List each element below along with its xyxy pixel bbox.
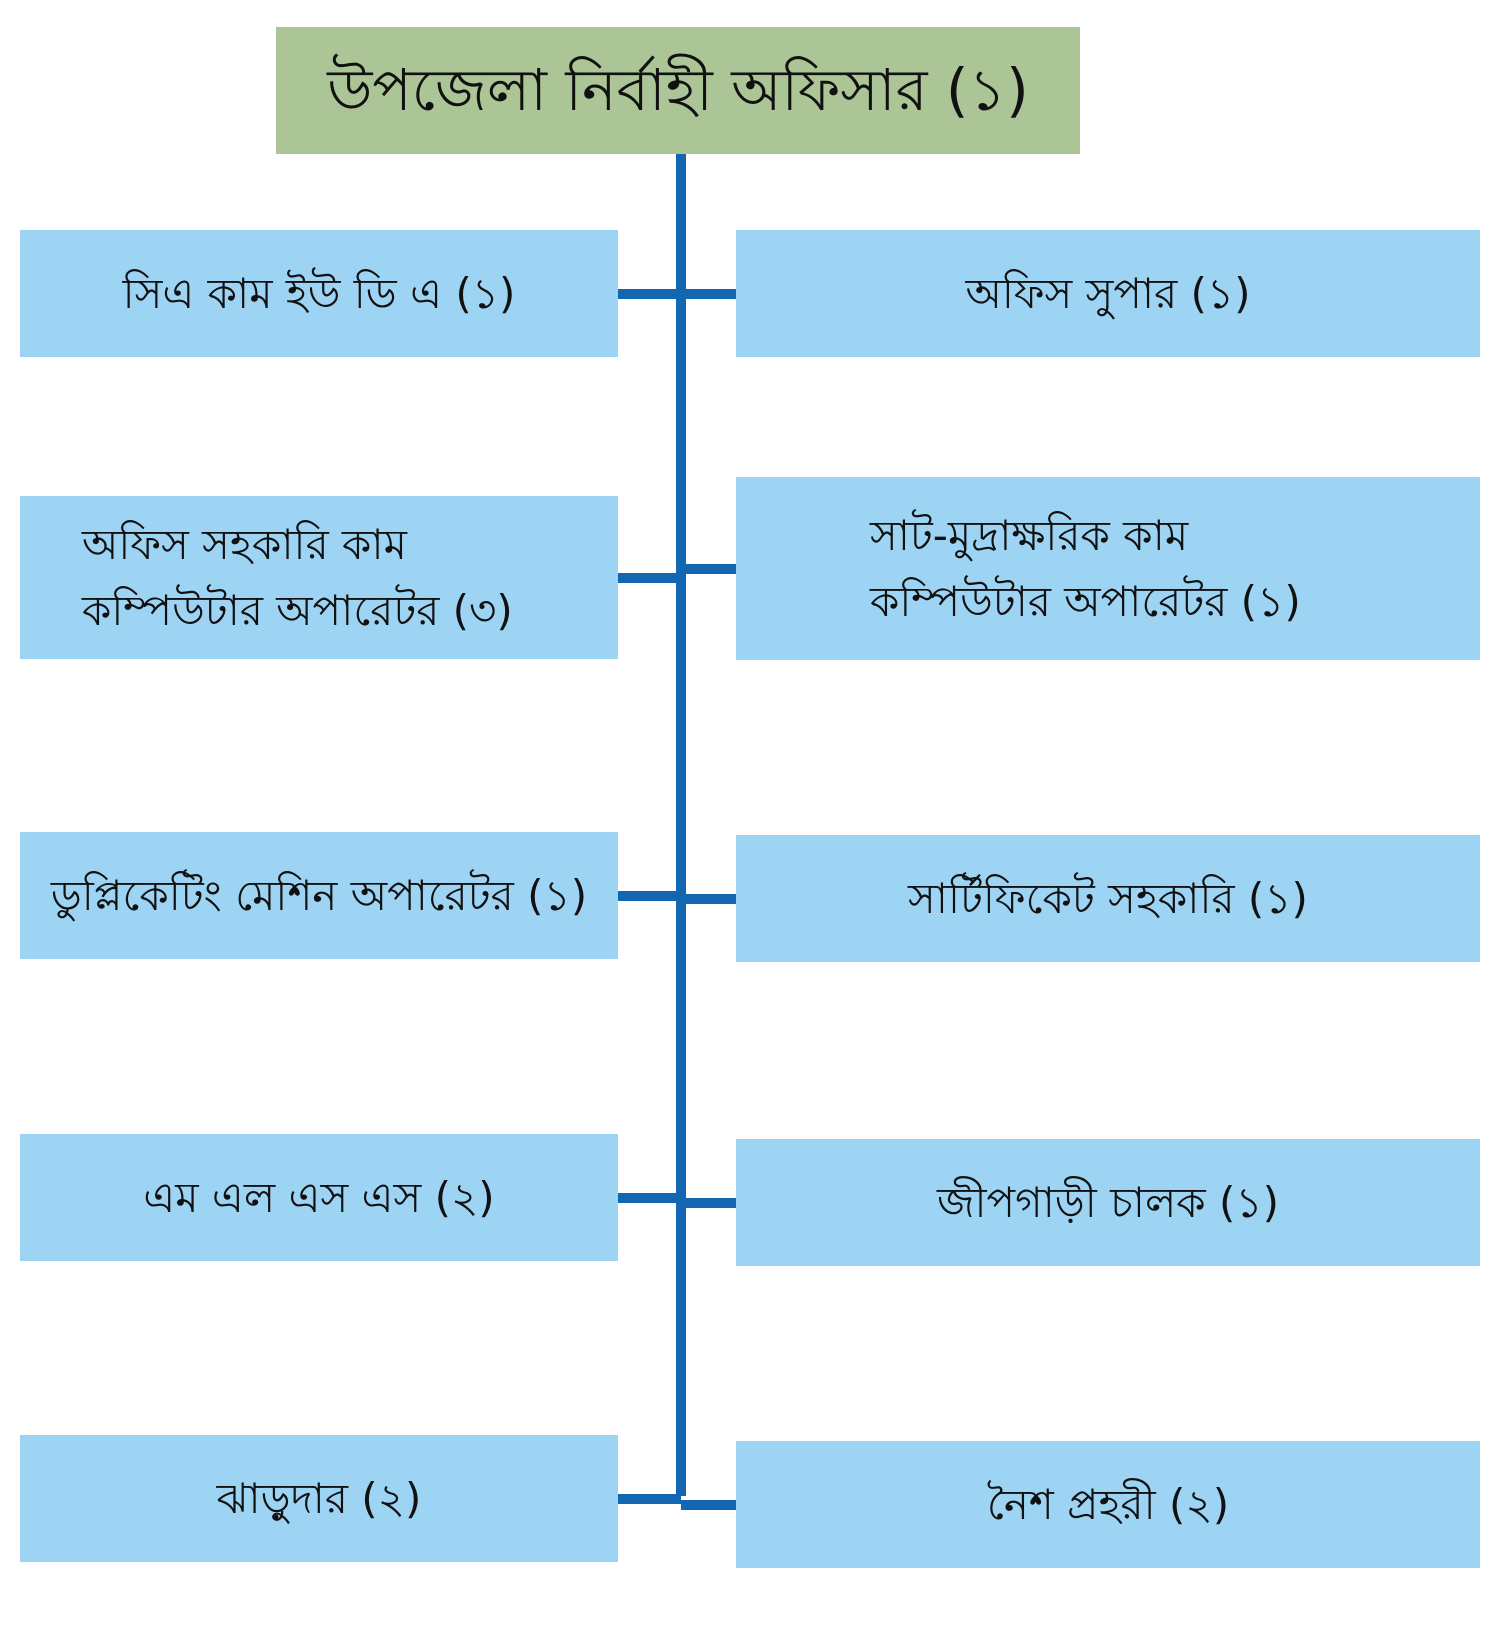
left-connector-3 [618,890,681,901]
right-node-3: সার্টিফিকেট সহকারি (১) [736,835,1480,962]
right-node-4: জীপগাড়ী চালক (১) [736,1139,1480,1266]
top-node-upazila-nirbahi-officer: উপজেলা নির্বাহী অফিসার (১) [276,27,1080,154]
right-connector-3 [681,893,736,904]
right-node-4-label: জীপগাড়ী চালক (১) [936,1178,1280,1227]
right-connector-4 [681,1197,736,1208]
left-connector-5 [618,1493,681,1504]
right-node-2-line-1: সাট-মুদ্রাক্ষরিক কাম [870,511,1189,561]
right-node-2-lines: সাট-মুদ্রাক্ষরিক কাম কম্পিউটার অপারেটর (… [870,503,1301,633]
left-node-5-label: ঝাড়ুদার (২) [216,1474,422,1523]
right-node-1-label: অফিস সুপার (১) [965,269,1251,318]
right-connector-1 [681,288,736,299]
left-node-4-label: এম এল এস এস (২) [143,1173,495,1222]
right-node-5: নৈশ প্রহরী (২) [736,1441,1480,1568]
right-node-2: সাট-মুদ্রাক্ষরিক কাম কম্পিউটার অপারেটর (… [736,477,1480,660]
right-node-1: অফিস সুপার (১) [736,230,1480,357]
top-node-label: উপজেলা নির্বাহী অফিসার (১) [327,56,1029,124]
left-connector-1 [618,288,681,299]
left-node-2-lines: অফিস সহকারি কাম কম্পিউটার অপারেটর (৩) [82,512,513,642]
left-node-2-line-1: অফিস সহকারি কাম [82,520,407,570]
left-node-3: ডুপ্লিকেটিং মেশিন অপারেটর (১) [20,832,618,959]
right-connector-2 [681,563,736,574]
left-node-5: ঝাড়ুদার (২) [20,1435,618,1562]
left-connector-2 [618,572,681,583]
left-node-3-label: ডুপ্লিকেটিং মেশিন অপারেটর (১) [50,871,588,920]
left-connector-4 [618,1192,681,1203]
left-node-1: সিএ কাম ইউ ডি এ (১) [20,230,618,357]
left-node-1-label: সিএ কাম ইউ ডি এ (১) [122,269,516,318]
right-node-5-label: নৈশ প্রহরী (২) [986,1480,1230,1529]
left-node-2: অফিস সহকারি কাম কম্পিউটার অপারেটর (৩) [20,496,618,659]
right-node-2-line-2: কম্পিউটার অপারেটর (১) [870,576,1301,626]
vertical-connector [676,154,686,1496]
right-connector-5 [681,1499,736,1510]
right-node-3-label: সার্টিফিকেট সহকারি (১) [908,874,1308,923]
left-node-4: এম এল এস এস (২) [20,1134,618,1261]
left-node-2-line-2: কম্পিউটার অপারেটর (৩) [82,585,513,635]
